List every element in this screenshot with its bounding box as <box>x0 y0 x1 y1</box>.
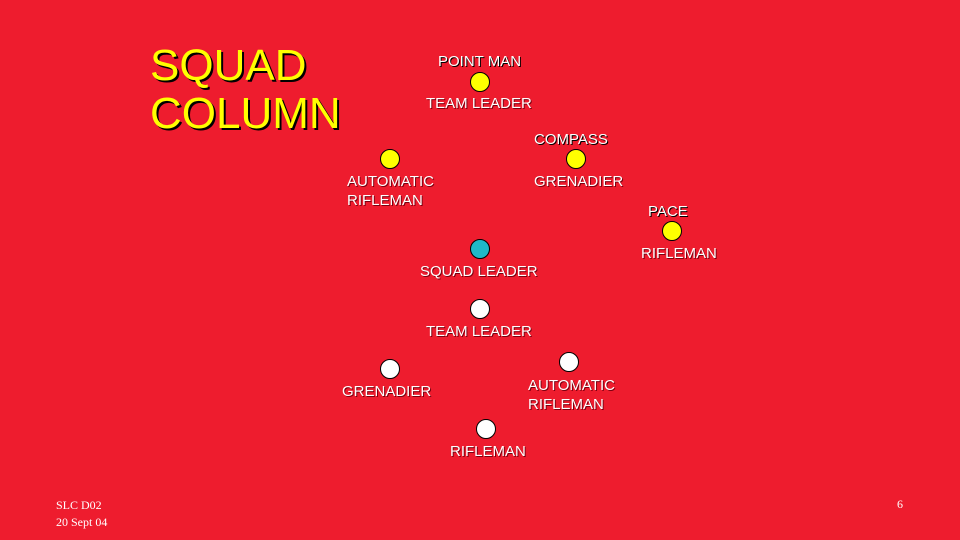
label-pace: PACE <box>648 203 688 220</box>
label-grenadier-b: GRENADIER <box>342 383 432 400</box>
marker-rifleman-a <box>662 221 682 241</box>
label-automatic-rifleman-a-line-2: RIFLEMAN <box>347 192 423 209</box>
page-number: 6 <box>897 497 903 511</box>
label-point-man: POINT MAN <box>438 53 522 70</box>
footer-course-code: SLC D02 <box>56 498 102 512</box>
title-line-2: COLUMN <box>150 89 341 138</box>
label-compass: COMPASS <box>534 131 608 148</box>
label-squad-leader: SQUAD LEADER <box>420 263 538 280</box>
marker-grenadier-a <box>566 149 586 169</box>
slide-footer: SLC D02 20 Sept 04 <box>56 497 107 531</box>
marker-grenadier-b <box>380 359 400 379</box>
marker-team-leader-a <box>470 72 490 92</box>
marker-squad-leader <box>470 239 490 259</box>
marker-automatic-rifleman-a <box>380 149 400 169</box>
label-rifleman-a: RIFLEMAN <box>641 245 717 262</box>
slide-title: SQUAD COLUMN <box>150 42 341 138</box>
marker-rifleman-b <box>476 419 496 439</box>
label-team-leader-a: TEAM LEADER <box>426 95 532 112</box>
label-automatic-rifleman-a-line-1: AUTOMATIC <box>347 173 434 190</box>
marker-team-leader-b <box>470 299 490 319</box>
label-team-leader-b: TEAM LEADER <box>426 323 532 340</box>
label-automatic-rifleman-b-line-1: AUTOMATIC <box>528 377 615 394</box>
title-line-1: SQUAD <box>150 41 307 90</box>
footer-date: 20 Sept 04 <box>56 515 108 529</box>
marker-automatic-rifleman-b <box>559 352 579 372</box>
label-grenadier-a: GRENADIER <box>534 173 624 190</box>
label-rifleman-b: RIFLEMAN <box>450 443 526 460</box>
label-automatic-rifleman-b-line-2: RIFLEMAN <box>528 396 604 413</box>
